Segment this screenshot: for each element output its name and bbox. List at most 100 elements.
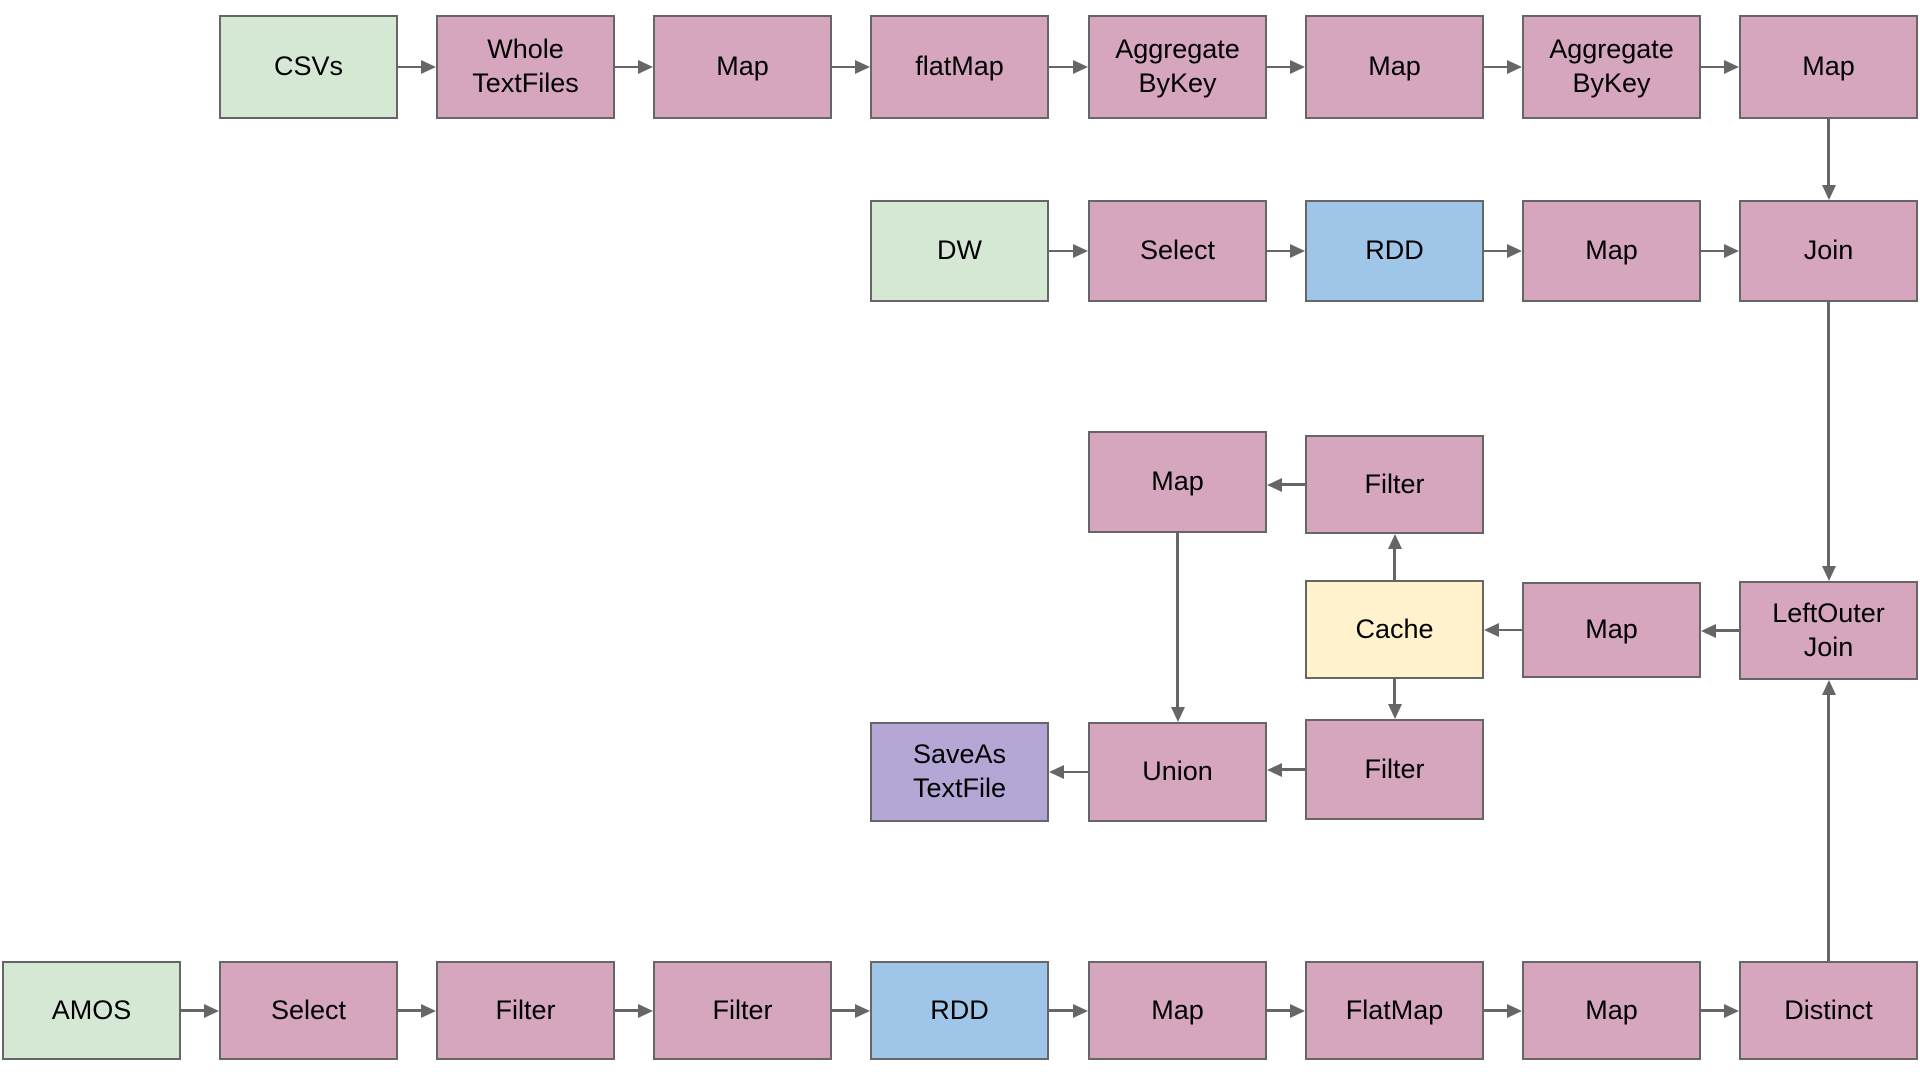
- edge-select2-rdd2-line: [1267, 249, 1290, 253]
- edge-amos-select3-arrowhead-icon: [204, 1003, 219, 1018]
- node-label: Map: [1802, 51, 1855, 82]
- node-label: Map: [1585, 994, 1638, 1025]
- node-map3: Map: [1739, 15, 1918, 119]
- edge-join-loj-line: [1827, 302, 1830, 566]
- node-map8: Map: [1522, 961, 1701, 1060]
- edge-rdd3-map7-line: [1049, 1009, 1073, 1012]
- edge-distinct-loj-line: [1827, 695, 1830, 961]
- edge-map6-union-arrowhead-icon: [1170, 707, 1185, 722]
- edge-dw-select2-arrowhead-icon: [1073, 244, 1088, 258]
- edge-filtertop-map6-arrowhead-icon: [1267, 477, 1282, 492]
- node-agg1: Aggregate ByKey: [1088, 15, 1267, 119]
- edge-filterbot-union-arrowhead-icon: [1267, 762, 1282, 777]
- edge-flatmap2-map8-line: [1484, 1009, 1507, 1012]
- node-label: Cache: [1355, 613, 1434, 644]
- node-label: FlatMap: [1345, 994, 1444, 1025]
- node-map1: Map: [653, 15, 832, 119]
- node-label: Filter: [495, 994, 556, 1025]
- edge-wtf-map1-arrowhead-icon: [638, 60, 653, 74]
- node-label: flatMap: [915, 51, 1004, 82]
- edge-filter1-filter2-line: [615, 1009, 638, 1012]
- node-label: AMOS: [51, 994, 132, 1025]
- node-map4: Map: [1522, 200, 1701, 302]
- node-rdd3: RDD: [870, 961, 1049, 1060]
- edge-map8-distinct-line: [1701, 1009, 1724, 1012]
- node-filterbot: Filter: [1305, 719, 1484, 820]
- node-filter1: Filter: [436, 961, 615, 1060]
- edge-dw-select2-line: [1049, 249, 1073, 253]
- edge-map4-join-arrowhead-icon: [1724, 244, 1739, 258]
- edge-map2-agg2-line: [1484, 65, 1507, 69]
- node-join: Join: [1739, 200, 1918, 302]
- edge-filter2-rdd3-line: [832, 1009, 855, 1012]
- edge-loj-map5-line: [1716, 629, 1739, 632]
- edge-cache-filterbot-arrowhead-icon: [1387, 704, 1402, 719]
- node-distinct: Distinct: [1739, 961, 1918, 1060]
- node-saveas: SaveAs TextFile: [870, 722, 1049, 822]
- node-map5: Map: [1522, 582, 1701, 678]
- node-label: Whole TextFiles: [472, 34, 579, 98]
- node-label: Map: [1368, 51, 1421, 82]
- edge-map3-join-arrowhead-icon: [1821, 185, 1836, 200]
- node-label: Aggregate ByKey: [1549, 34, 1674, 98]
- edge-flatmap2-map8-arrowhead-icon: [1507, 1003, 1522, 1018]
- node-agg2: Aggregate ByKey: [1522, 15, 1701, 119]
- node-label: Union: [1142, 756, 1213, 787]
- edge-agg2-map3-line: [1701, 65, 1724, 69]
- edge-filtertop-map6-line: [1282, 483, 1305, 486]
- edge-csvs-wtf-line: [398, 65, 421, 69]
- edge-select2-rdd2-arrowhead-icon: [1290, 244, 1305, 258]
- edge-flatmap1-agg1-line: [1049, 65, 1073, 69]
- edge-select3-filter1-line: [398, 1009, 421, 1012]
- edge-cache-filtertop-arrowhead-icon: [1387, 534, 1402, 549]
- edge-union-saveas-line: [1064, 770, 1088, 774]
- node-label: Aggregate ByKey: [1115, 34, 1240, 98]
- edge-filter1-filter2-arrowhead-icon: [638, 1003, 653, 1018]
- node-label: Join: [1803, 235, 1854, 266]
- edge-filterbot-union-line: [1282, 768, 1305, 771]
- edge-loj-map5-arrowhead-icon: [1701, 623, 1716, 638]
- edge-map5-cache-arrowhead-icon: [1484, 623, 1499, 637]
- node-label: Filter: [1364, 753, 1425, 784]
- edge-map3-join-line: [1827, 119, 1830, 185]
- node-map2: Map: [1305, 15, 1484, 119]
- edge-agg1-map2-arrowhead-icon: [1290, 60, 1305, 74]
- edge-csvs-wtf-arrowhead-icon: [421, 60, 436, 74]
- node-filter2: Filter: [653, 961, 832, 1060]
- edge-map5-cache-line: [1499, 628, 1522, 632]
- node-label: Map: [1585, 235, 1638, 266]
- edge-distinct-loj-arrowhead-icon: [1821, 680, 1836, 695]
- edge-rdd2-map4-line: [1484, 249, 1507, 253]
- node-csvs: CSVs: [219, 15, 398, 119]
- edge-flatmap1-agg1-arrowhead-icon: [1073, 60, 1088, 74]
- node-label: Select: [270, 994, 347, 1025]
- edge-map1-flatmap1-arrowhead-icon: [855, 60, 870, 74]
- node-filtertop: Filter: [1305, 435, 1484, 534]
- node-label: Map: [1585, 614, 1638, 645]
- node-amos: AMOS: [2, 961, 181, 1060]
- node-union: Union: [1088, 722, 1267, 822]
- node-select3: Select: [219, 961, 398, 1060]
- edge-select3-filter1-arrowhead-icon: [421, 1003, 436, 1018]
- edge-map6-union-line: [1176, 533, 1179, 707]
- node-map7: Map: [1088, 961, 1267, 1060]
- edge-map7-flatmap2-line: [1267, 1009, 1290, 1012]
- node-rdd2: RDD: [1305, 200, 1484, 302]
- node-label: SaveAs TextFile: [912, 739, 1007, 803]
- edge-rdd2-map4-arrowhead-icon: [1507, 244, 1522, 258]
- node-map6: Map: [1088, 431, 1267, 533]
- node-select2: Select: [1088, 200, 1267, 302]
- node-label: Map: [1151, 994, 1204, 1025]
- edge-map7-flatmap2-arrowhead-icon: [1290, 1003, 1305, 1018]
- node-wtf: Whole TextFiles: [436, 15, 615, 119]
- node-label: DW: [937, 235, 982, 266]
- edge-rdd3-map7-arrowhead-icon: [1073, 1003, 1088, 1018]
- node-label: Map: [1151, 466, 1204, 497]
- node-loj: LeftOuter Join: [1739, 581, 1918, 680]
- node-label: Filter: [712, 994, 773, 1025]
- edge-agg2-map3-arrowhead-icon: [1724, 60, 1739, 74]
- node-label: Map: [716, 51, 769, 82]
- edge-agg1-map2-line: [1267, 65, 1290, 69]
- edge-cache-filtertop-line: [1393, 549, 1396, 580]
